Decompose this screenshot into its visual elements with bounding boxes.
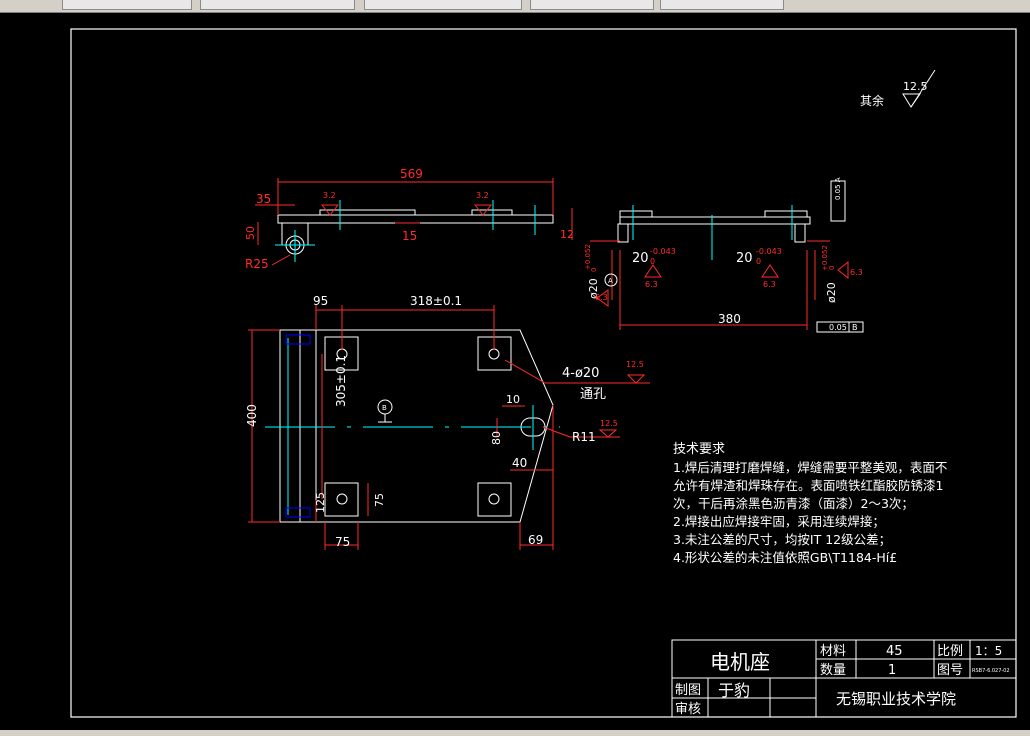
cad-drawing-canvas[interactable]: 其余 12.5 569 35 50 15 12 R25 3.2 3.2 bbox=[0, 13, 1030, 736]
tol-right-lower: 0 bbox=[756, 257, 761, 266]
roughness-side-a: 6.3 bbox=[645, 280, 658, 289]
radius-r25: R25 bbox=[245, 257, 269, 271]
tech-line-2: 允许有焊渣和焊珠存在。表面喷铁红酯胶防锈漆1 bbox=[673, 478, 943, 493]
part-name: 电机座 bbox=[710, 650, 770, 674]
through-hole-note: 通孔 bbox=[580, 387, 606, 402]
tech-title: 技术要求 bbox=[673, 442, 725, 457]
dim-75-bottom: 75 bbox=[335, 535, 350, 549]
roughness-side-c: 6.3 bbox=[595, 293, 608, 302]
dim-50: 50 bbox=[244, 226, 257, 240]
dim-569: 569 bbox=[400, 167, 423, 181]
tech-line-1: 1.焊后清理打磨焊缝，焊缝需要平整美观，表面不 bbox=[673, 460, 947, 475]
document-tab-5[interactable] bbox=[660, 0, 784, 10]
drawing-no-label: 图号 bbox=[937, 663, 963, 678]
drawing-no-value: RSB7-6.027-02 bbox=[972, 668, 1010, 674]
dim-69: 69 bbox=[528, 533, 543, 547]
drawn-label: 制图 bbox=[675, 683, 701, 698]
document-tab-4[interactable] bbox=[530, 0, 654, 10]
dia-right-tol-upper: +0.052 bbox=[821, 245, 829, 271]
dia-right: ø20 bbox=[825, 282, 838, 303]
roughness-holes: 12.5 bbox=[626, 360, 644, 369]
dim-20-right: 20 bbox=[736, 251, 753, 266]
radius-r11: R11 bbox=[572, 430, 596, 444]
dim-400: 400 bbox=[245, 404, 259, 427]
dim-380: 380 bbox=[718, 312, 741, 326]
school-name: 无锡职业技术学院 bbox=[836, 690, 956, 708]
vertical-tolerance-frame: 0.05 A bbox=[834, 177, 842, 200]
roughness-left-top: 3.2 bbox=[323, 191, 336, 200]
checked-label: 审核 bbox=[675, 702, 701, 717]
quantity-value: 1 bbox=[888, 663, 896, 678]
roughness-symbol-icon bbox=[902, 69, 936, 108]
drawing-border bbox=[70, 28, 1017, 718]
material-value: 45 bbox=[886, 644, 903, 659]
material-label: 材料 bbox=[820, 644, 846, 659]
roughness-other-label: 其余 bbox=[860, 93, 884, 108]
dia-left-tol-upper: +0.052 bbox=[584, 244, 592, 270]
scale-label: 比例 bbox=[937, 644, 963, 659]
datum-a: A bbox=[608, 277, 613, 285]
top-tab-bar bbox=[0, 0, 1030, 13]
scale-value: 1：5 bbox=[975, 644, 1002, 658]
tech-line-4: 2.焊接出应焊接牢固，采用连续焊接； bbox=[673, 514, 885, 529]
dia-left: ø20 bbox=[587, 278, 600, 299]
datum-b: B bbox=[382, 404, 387, 412]
quantity-label: 数量 bbox=[820, 663, 846, 678]
document-tab-3[interactable] bbox=[364, 0, 522, 10]
dim-80: 80 bbox=[490, 431, 503, 445]
dia-left-tol-lower: 0 bbox=[590, 268, 598, 272]
dim-305: 305±0.1 bbox=[334, 355, 348, 407]
dim-15: 15 bbox=[402, 229, 417, 243]
tech-line-3: 次，干后再涂黑色沥青漆（面漆）2～3次； bbox=[673, 496, 914, 511]
dia-right-tol-lower: 0 bbox=[828, 266, 836, 270]
tol-right-upper: -0.043 bbox=[756, 247, 782, 256]
roughness-side-d: 6.3 bbox=[850, 268, 863, 277]
tech-line-6: 4.形状公差的未注值依照GB\T1184-Hí£ bbox=[673, 550, 897, 565]
dim-20-left: 20 bbox=[632, 251, 649, 266]
roughness-side-b: 6.3 bbox=[763, 280, 776, 289]
dim-95: 95 bbox=[313, 294, 328, 308]
document-tab-2[interactable] bbox=[200, 0, 355, 10]
dim-35: 35 bbox=[256, 192, 271, 206]
technical-requirements: 技术要求 1.焊后清理打磨焊缝，焊缝需要平整美观，表面不 允许有焊渣和焊珠存在。… bbox=[673, 442, 947, 565]
dim-10: 10 bbox=[506, 393, 520, 406]
roughness-other-value: 12.5 bbox=[903, 80, 928, 93]
tolerance-frame-value: 0.05 bbox=[829, 323, 847, 332]
cad-drawing: 其余 12.5 569 35 50 15 12 R25 3.2 3.2 bbox=[70, 28, 1017, 718]
document-tab-1[interactable] bbox=[62, 0, 192, 10]
top-view bbox=[255, 178, 573, 266]
holes-note: 4-ø20 bbox=[562, 366, 599, 381]
tol-left-lower: 0 bbox=[650, 257, 655, 266]
dim-12: 12 bbox=[560, 228, 574, 241]
status-strip bbox=[0, 730, 1030, 736]
side-view bbox=[590, 180, 864, 333]
title-block bbox=[671, 639, 1017, 718]
tol-left-upper: -0.043 bbox=[650, 247, 676, 256]
dim-40: 40 bbox=[512, 456, 527, 470]
roughness-right-top: 3.2 bbox=[476, 191, 489, 200]
dim-75-left: 75 bbox=[373, 493, 386, 507]
tolerance-frame-datum: B bbox=[852, 323, 858, 332]
roughness-slot: 12.5 bbox=[600, 419, 618, 428]
dim-125: 125 bbox=[314, 492, 327, 513]
dim-318: 318±0.1 bbox=[410, 294, 462, 308]
plan-view bbox=[248, 305, 650, 550]
drawn-value: 于豹 bbox=[718, 681, 750, 700]
tech-line-5: 3.未注公差的尺寸，均按IT 12级公差； bbox=[673, 532, 891, 547]
